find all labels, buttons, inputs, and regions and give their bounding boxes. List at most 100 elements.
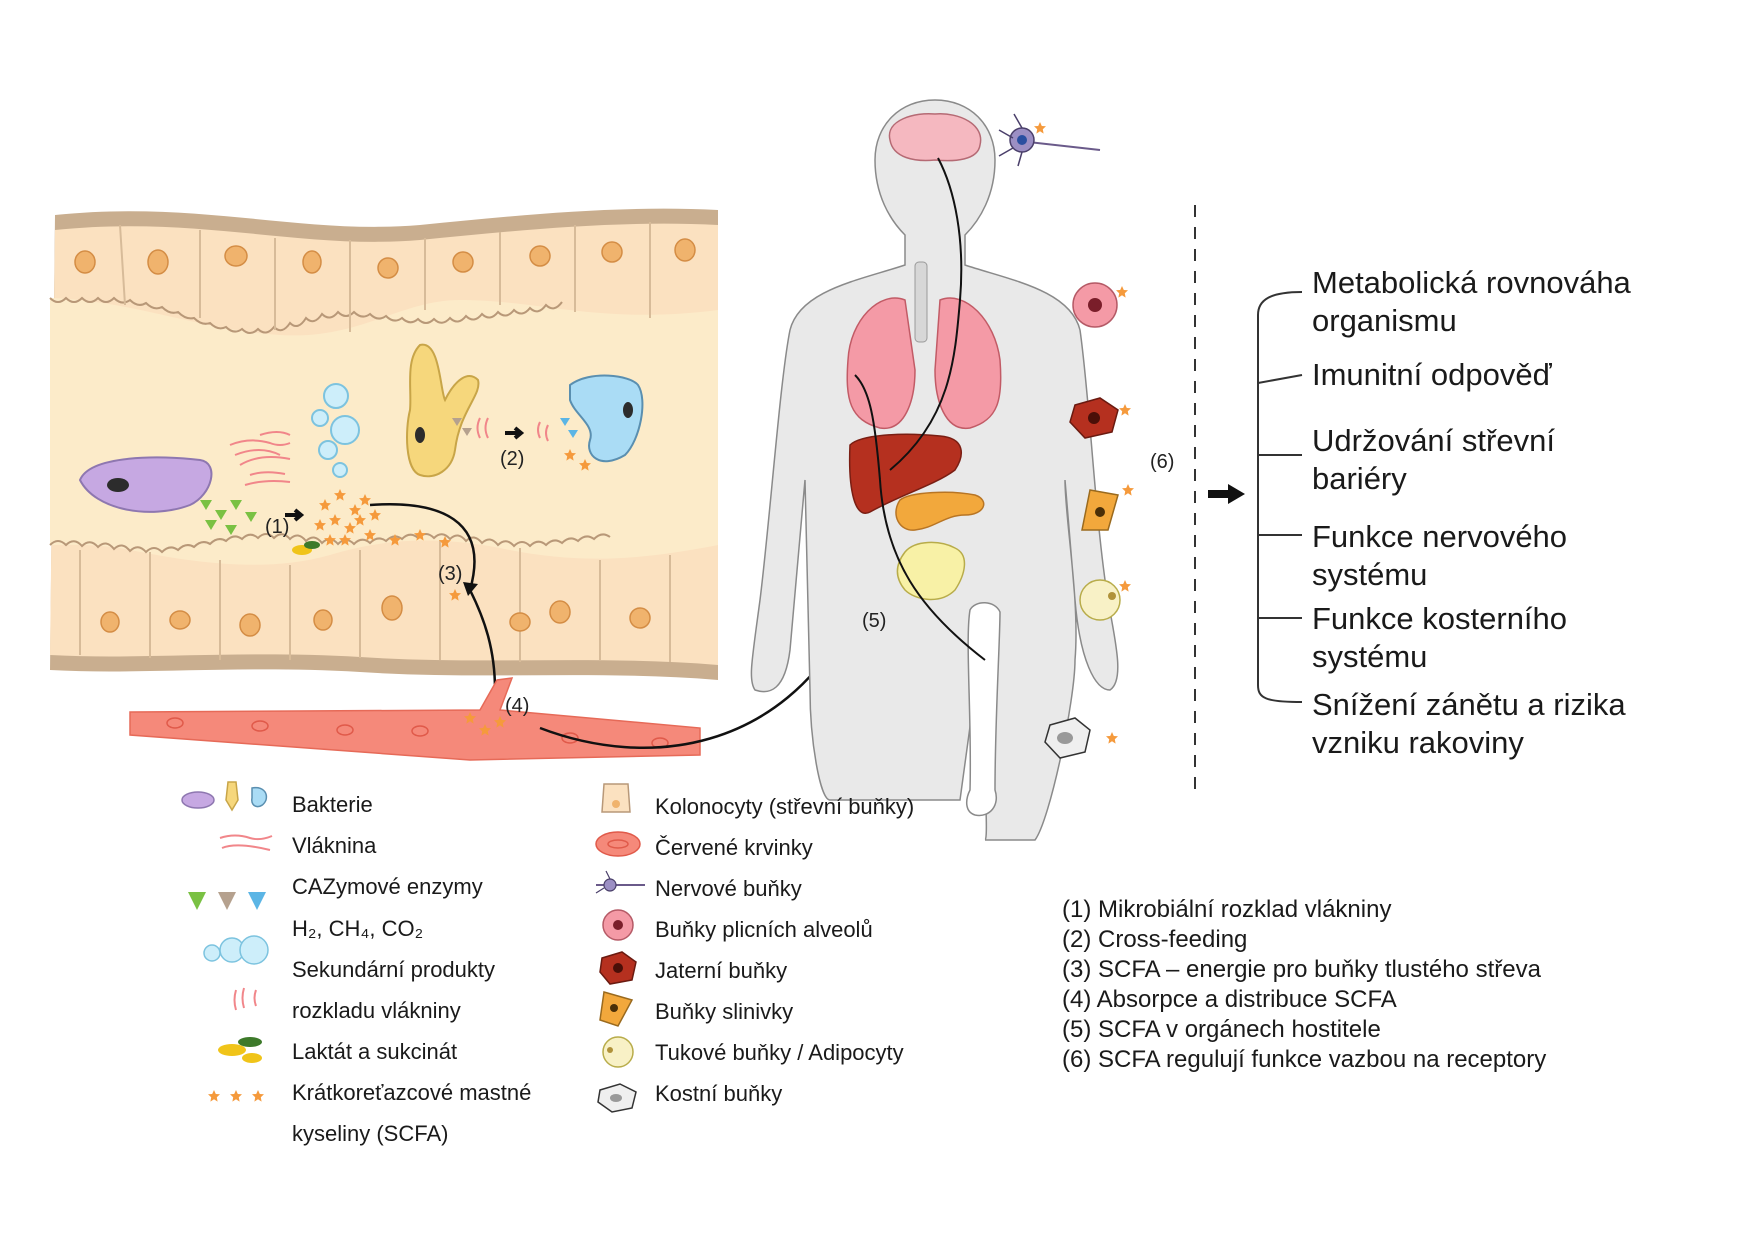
outcome-line: Imunitní odpověď [1312,357,1552,392]
legend-secondary-products: Sekundární produkty [292,957,496,982]
lactate-icon [218,1037,262,1063]
legend-fat-cells: Tukové buňky / Adipocyty [655,1040,904,1065]
arrow-to-vessel [468,589,497,691]
outcome-bracket [1257,291,1303,703]
red-blood-cell-icon [595,831,641,857]
receptor-cells [998,113,1134,759]
step-1: (1) Mikrobiální rozklad vlákniny [1062,896,1392,923]
vessel-body [129,677,701,761]
nerve-cell-icon [595,870,645,894]
brain [888,112,982,162]
marker-step3: (3) [438,563,462,585]
cazyme-enzymes [200,500,257,535]
outcome-line: Udržování střevní [1312,423,1555,458]
pancreas-cell [1081,484,1134,531]
gas-bubbles [311,383,360,478]
colonocyte-nuclei [74,238,696,637]
step-6: (6) SCFA regulují funkce vazbou na recep… [1062,1046,1547,1073]
succinate [304,541,320,549]
legend-gases: H₂, CH₄, CO₂ [292,916,424,941]
fiber-strands [229,431,291,486]
arrow-to-lung [854,374,881,481]
villi-top [49,296,563,334]
marker-step4: (4) [505,695,529,717]
step-2: (2) Cross-feeding [1062,926,1248,953]
step-4: (4) Absorpce a distribuce SCFA [1062,986,1397,1013]
outcome-gut-barrier: Udržování střevní bariéry [1312,422,1555,498]
marker-step5: (5) [862,610,886,632]
outcome-metabolic-balance: Metabolická rovnováha organismu [1312,264,1631,340]
top-cell-dividers [119,222,651,332]
pancreas [895,491,985,531]
outcome-line: Metabolická rovnováha [1312,265,1631,300]
alveolar-cell-icon [602,909,634,941]
outcome-line: Funkce kosterního [1312,601,1568,636]
adipose-tissue [896,541,966,601]
fiber-residue [476,417,549,442]
cazyme-icon [188,892,266,910]
blue-bacterium-nucleus [623,402,633,418]
blue-bacterium [569,374,644,463]
arrow-step1 [285,508,305,522]
outcome-line: systému [1312,557,1428,592]
gut-lumen [50,298,718,565]
legend-liver-cells: Jaterní buňky [655,958,788,983]
bottom-cell-dividers [79,540,671,662]
outcome-line: Funkce nervového [1312,519,1568,554]
pancreas-cell-icon [599,991,634,1027]
intestine-section [49,208,718,691]
marker-step6: (6) [1150,451,1174,473]
outcome-line: bariéry [1312,461,1407,496]
yellow-bacterium-nucleus [415,427,425,443]
liver-cell [1069,397,1131,439]
legend-bacteria: Bakterie [292,792,373,817]
bacteria-icon [181,781,268,812]
arrow-to-bone [879,479,986,661]
outcome-line: vzniku rakoviny [1312,725,1524,760]
legend-icons-right [595,783,645,1113]
legend-fiber-breakdown: rozkladu vlákniny [292,998,461,1023]
nerve-cell [998,113,1101,167]
arrow-step3 [369,503,476,591]
outcome-immune-response: Imunitní odpověď [1312,356,1552,394]
yellow-bacterium [406,343,480,478]
outcome-line: Snížení zánětu a rizika [1312,687,1626,722]
legend-nerve-cells: Nervové buňky [655,876,802,901]
legend-bone-cells: Kostní buňky [655,1081,783,1106]
step-5: (5) SCFA v orgánech hostitele [1062,1016,1381,1043]
outcome-skeletal-system: Funkce kosterního systému [1312,600,1567,676]
legend-red-blood-cells: Červené krvinky [655,835,813,860]
fat-cell-icon [602,1036,634,1068]
fiber-icon [219,834,273,851]
marker-step2: (2) [500,448,524,470]
fat-cell [1079,579,1131,621]
blue-enzymes [560,418,578,438]
legend-icons-left [181,781,273,1102]
fiber-residue-icon [233,987,257,1011]
bone-cell [1044,717,1118,759]
outcome-nervous-system: Funkce nervového systému [1312,518,1567,594]
marker-step1: (1) [265,516,289,538]
legend-fiber: Vláknina [292,833,377,858]
outcome-line: systému [1312,639,1428,674]
legend-cazyme: CAZymové enzymy [292,874,483,899]
bubble-icon [203,935,269,965]
arrow-to-outcomes-head [1228,484,1245,504]
step-3: (3) SCFA – energie pro buňky tlustého st… [1062,956,1541,983]
arrow-step2 [505,426,525,440]
legend-scfa: Krátkoreťazcové mastné [292,1080,532,1105]
lung-left [846,297,916,429]
purple-bacterium [78,456,213,513]
bone-cell-icon [597,1083,637,1113]
legend-pancreas-cells: Buňky slinivky [655,999,794,1024]
legend-colonocytes: Kolonocyty (střevní buňky) [655,794,915,819]
arrow-to-brain [889,157,963,471]
outcome-inflammation-cancer: Snížení zánětu a rizika vzniku rakoviny [1312,686,1626,762]
scfa-icon [208,1090,264,1102]
femur-bone [965,602,1001,817]
purple-bacterium-nucleus [107,478,129,492]
legend-alveolar-cells: Buňky plicních alveolů [655,917,873,942]
outcome-line: organismu [1312,303,1457,338]
trachea [914,261,928,343]
